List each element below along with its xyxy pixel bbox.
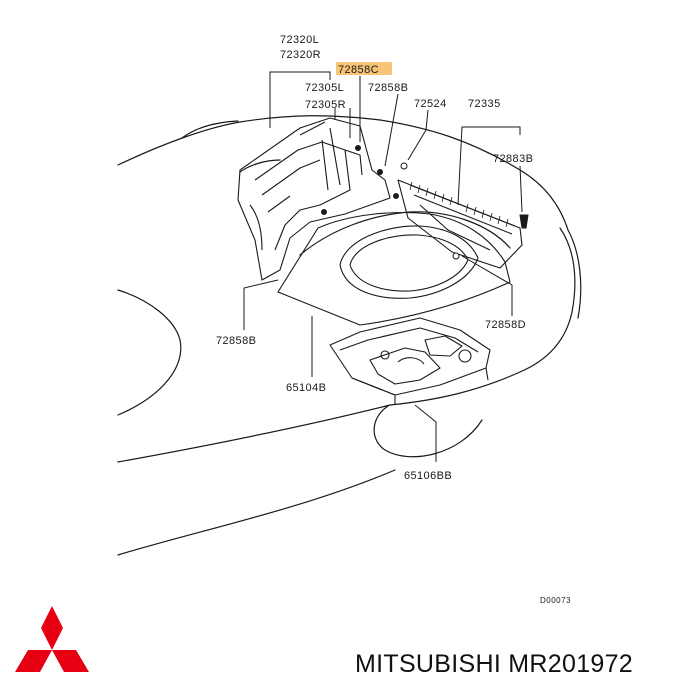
part-label[interactable]: 72858B: [368, 82, 408, 94]
clip-fastener-icon: [377, 169, 383, 175]
vent-slats: [409, 181, 509, 228]
part-label[interactable]: 65104B: [286, 382, 326, 394]
car-body-outline: [117, 115, 582, 556]
clip-fastener-icon: [452, 252, 460, 260]
part-label[interactable]: 72524: [414, 98, 447, 110]
clip-fastener-icon: [321, 209, 327, 215]
rear-panel-trim: [397, 179, 523, 269]
fasteners: [321, 145, 529, 260]
part-label[interactable]: 72335: [468, 98, 501, 110]
part-highlight: [336, 62, 392, 75]
three-diamonds-icon: [15, 606, 89, 672]
spare-tire-tray: [329, 317, 491, 405]
part-label[interactable]: 72883B: [493, 153, 533, 165]
part-label[interactable]: 72858D: [485, 319, 526, 331]
part-label[interactable]: 72320R: [280, 49, 321, 61]
clip-fastener-icon: [393, 193, 399, 199]
part-label[interactable]: 72305R: [305, 99, 346, 111]
side-trim-panel: [237, 117, 391, 281]
part-label[interactable]: 72305L: [305, 82, 344, 94]
clip-fastener-icon: [400, 162, 408, 170]
leader-lines: [243, 71, 523, 462]
part-label[interactable]: 65106BB: [404, 470, 452, 482]
part-label[interactable]: 72320L: [280, 34, 319, 46]
trunk-floor-mat: [277, 212, 511, 326]
part-label-highlighted[interactable]: 72858C: [338, 64, 379, 76]
clip-fastener-icon: [355, 145, 361, 151]
part-number-caption: MITSUBISHI MR201972: [355, 650, 634, 678]
brand-logo: [15, 606, 89, 672]
part-label[interactable]: 72858B: [216, 335, 256, 347]
diagram-reference-code: D00073: [540, 596, 571, 605]
screw-fastener-icon: [519, 214, 529, 229]
